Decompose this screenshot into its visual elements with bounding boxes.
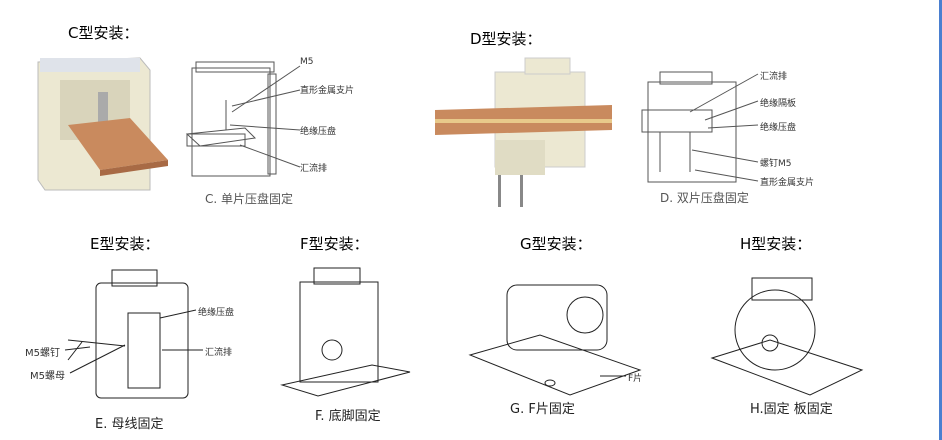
- c-label-insulating-plate: 绝缘压盘: [300, 127, 337, 137]
- d-label-busbar: 汇流排: [760, 72, 788, 82]
- f-type-drawing: [280, 267, 411, 397]
- g-type-title: G型安装：: [520, 235, 592, 253]
- e-type-caption: E. 母线固定: [95, 417, 164, 432]
- e-label-nut: M5螺母: [30, 371, 65, 382]
- d-label-bracket: 直形金属支片: [760, 178, 815, 188]
- c-type-drawing: [185, 61, 301, 177]
- e-type-title: E型安装：: [90, 235, 160, 253]
- e-type-drawing: [64, 269, 203, 399]
- d-label-insulating-plate: 绝缘压盘: [760, 123, 797, 133]
- e-label-screw: M5螺钉: [25, 348, 60, 359]
- f-type-title: F型安装：: [300, 235, 369, 253]
- d-type-title: D型安装：: [470, 30, 542, 48]
- g-type-caption: G. F片固定: [510, 402, 575, 417]
- c-type-title: C型安装：: [68, 24, 139, 42]
- c-type-caption: C. 单片压盘固定: [205, 192, 294, 206]
- d-label-partition: 绝缘隔板: [760, 99, 797, 109]
- d-label-screw: 螺钉M5: [760, 159, 792, 169]
- c-label-busbar: 汇流排: [300, 164, 328, 174]
- c-type-photo: [37, 57, 168, 191]
- g-type-drawing: [468, 284, 642, 396]
- e-label-insulating-plate: 绝缘压盘: [198, 308, 235, 318]
- c-label-bracket: 直形金属支片: [300, 86, 355, 96]
- d-type-drawing: [641, 71, 759, 183]
- d-type-photo: [435, 57, 612, 207]
- h-type-drawing: [710, 277, 864, 396]
- c-label-m5: M5: [300, 57, 314, 67]
- d-type-caption: D. 双片压盘固定: [660, 191, 749, 205]
- h-type-title: H型安装：: [740, 235, 812, 253]
- g-label-f-plate: F片: [628, 374, 643, 384]
- e-label-busbar: 汇流排: [205, 348, 233, 358]
- h-type-caption: H.固定 板固定: [750, 402, 833, 417]
- f-type-caption: F. 底脚固定: [315, 409, 381, 424]
- right-edge-border: [939, 0, 942, 440]
